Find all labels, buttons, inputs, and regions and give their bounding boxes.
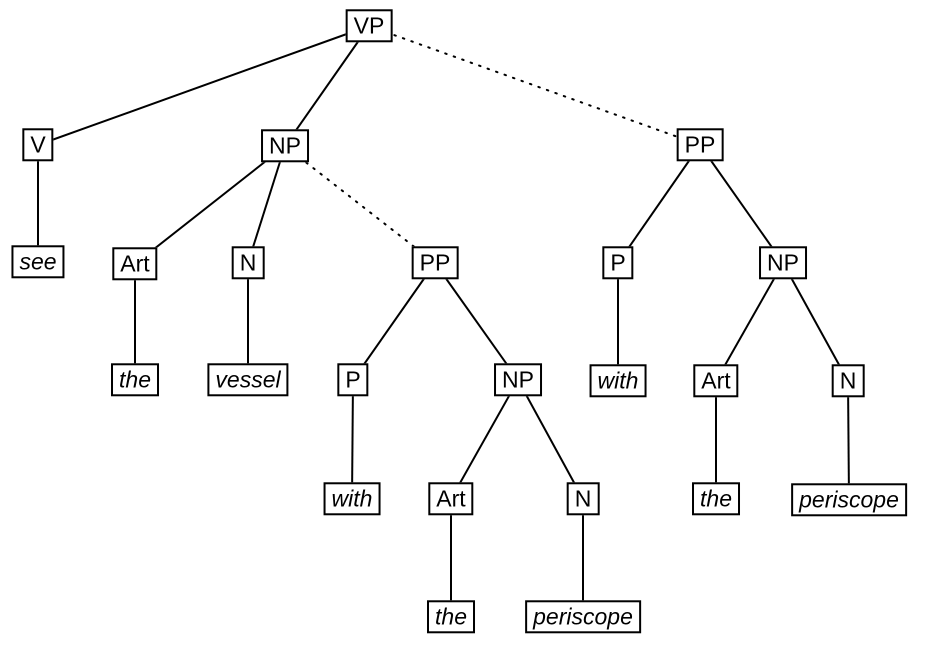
tree-node-v: V [22, 128, 54, 162]
tree-edge-pp2-p2 [617, 144, 701, 264]
tree-edge-vp-v [37, 25, 370, 146]
tree-node-np1: NP [261, 129, 309, 163]
tree-leaf-vessel: vessel [207, 363, 289, 397]
tree-leaf-the3: the [692, 482, 740, 516]
tree-node-np3: NP [759, 246, 807, 280]
tree-node-p2: P [602, 246, 634, 280]
tree-edge-np3-art3 [715, 262, 784, 382]
tree-leaf-with2: with [589, 364, 647, 398]
tree-node-art1: Art [112, 247, 158, 281]
tree-node-n1: N [231, 246, 265, 280]
tree-leaf-the2: the [427, 600, 475, 634]
tree-leaf-the1: the [111, 363, 159, 397]
tree-edge-vp-np1 [284, 25, 370, 147]
tree-node-vp: VP [345, 9, 393, 43]
tree-node-p1: P [337, 363, 369, 397]
tree-node-pp2: PP [676, 128, 724, 162]
tree-leaf-see: see [11, 245, 65, 279]
tree-node-np2: NP [494, 363, 542, 397]
tree-edge-pp2-np3 [699, 144, 784, 264]
tree-edge-np1-art1 [134, 145, 286, 265]
tree-edge-np1-n1 [247, 145, 286, 264]
tree-edge-np2-art2 [450, 379, 519, 500]
tree-edge-np2-n2 [517, 379, 584, 500]
tree-node-n2: N [566, 482, 600, 516]
tree-edge-pp1-np2 [434, 262, 519, 381]
tree-leaf-periscope2: periscope [525, 600, 641, 634]
tree-leaf-periscope3: periscope [791, 483, 907, 517]
tree-edge-np3-n3 [782, 262, 849, 382]
tree-leaf-with1: with [323, 482, 381, 516]
tree-node-n3: N [831, 364, 865, 398]
tree-edge-p1-with1 [351, 379, 354, 500]
tree-node-pp1: PP [411, 246, 459, 280]
tree-edge-n3-periscope3 [847, 380, 850, 501]
tree-node-art3: Art [693, 364, 739, 398]
tree-node-art2: Art [428, 482, 474, 516]
tree-edge-vp-pp2-dotted [368, 25, 701, 146]
tree-edge-pp1-p1 [352, 262, 436, 381]
